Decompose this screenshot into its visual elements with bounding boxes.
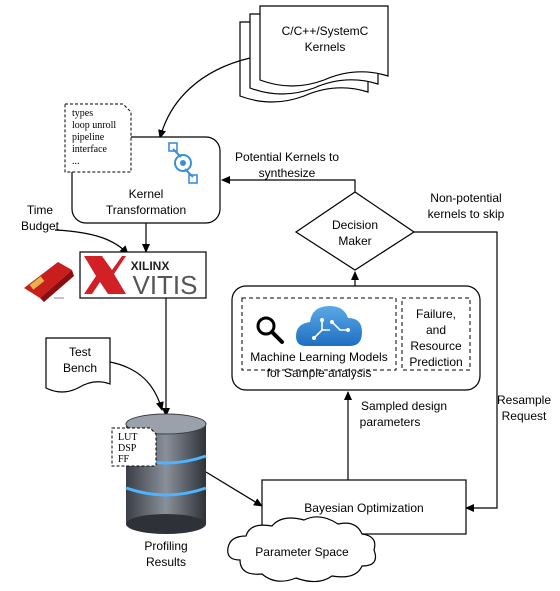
test-bench-document: Test Bench bbox=[45, 337, 111, 393]
xilinx-x-icon bbox=[84, 256, 126, 294]
vitis-product: VITIS bbox=[132, 270, 197, 300]
failure-line4: Prediction bbox=[409, 355, 462, 369]
potential-kernels-arrow bbox=[221, 176, 356, 192]
resource-note: LUT DSP FF bbox=[111, 427, 157, 467]
ml-models-panel bbox=[241, 297, 397, 371]
non-potential-line1: Non-potential bbox=[430, 191, 501, 205]
kernels-doc-line2: Kernels bbox=[305, 40, 346, 54]
transform-note: types loop unroll pipeline interface ... bbox=[64, 103, 132, 173]
test-bench-line2: Bench bbox=[63, 361, 97, 375]
profiling-results-line2: Results bbox=[146, 555, 186, 569]
test-bench-line1: Test bbox=[69, 345, 92, 359]
potential-kernels-line2: synthesize bbox=[259, 166, 316, 180]
resample-request-line1: Resample bbox=[497, 393, 551, 407]
transform-icon bbox=[168, 142, 198, 184]
bayesian-optimization-label: Bayesian Optimization bbox=[304, 501, 423, 515]
failure-line1: Failure, bbox=[416, 307, 456, 321]
transform-note-item: pipeline bbox=[72, 132, 105, 143]
test-bench-arrow bbox=[109, 361, 164, 411]
transform-note-item: loop unroll bbox=[72, 120, 116, 131]
transform-note-item: ... bbox=[72, 156, 80, 167]
vitis-brand: XILINX bbox=[131, 259, 170, 273]
resample-arrow bbox=[414, 231, 498, 512]
kernel-transformation-line2: Transformation bbox=[106, 203, 186, 217]
transform-note-item: types bbox=[72, 108, 93, 119]
profiling-database-icon bbox=[125, 413, 207, 534]
kernels-doc-line1: C/C++/SystemC bbox=[282, 24, 369, 38]
time-budget-arrow bbox=[54, 229, 129, 255]
fpga-board-image bbox=[24, 262, 74, 302]
parameter-space-label: Parameter Space bbox=[255, 545, 349, 559]
vitis-logo: XILINX VITIS bbox=[79, 251, 207, 300]
magnifier-icon bbox=[256, 316, 284, 344]
cloud-ml-icon bbox=[296, 306, 362, 346]
ml-models-line1: Machine Learning Models bbox=[250, 350, 387, 364]
failure-line3: Resource bbox=[410, 339, 462, 353]
profiling-results-line1: Profiling bbox=[144, 539, 187, 553]
potential-kernels-line1: Potential Kernels to bbox=[235, 150, 339, 164]
decision-maker-line2: Maker bbox=[338, 234, 371, 248]
failure-line2: and bbox=[426, 323, 446, 337]
non-potential-line2: kernels to skip bbox=[428, 207, 505, 221]
kernels-to-transform-arrow bbox=[158, 57, 251, 139]
sampled-params-line2: parameters bbox=[360, 415, 421, 429]
resource-note-item: FF bbox=[118, 454, 130, 465]
ml-models-line2: for Sample analysis bbox=[267, 366, 372, 380]
kernel-transformation-line1: Kernel bbox=[129, 187, 164, 201]
resource-note-item: LUT bbox=[118, 432, 137, 443]
time-budget-line1: Time bbox=[27, 203, 54, 217]
database-to-bayesian-arrow bbox=[205, 471, 263, 507]
decision-maker-line1: Decision bbox=[332, 218, 378, 232]
time-budget-line2: Budget bbox=[21, 219, 60, 233]
transform-note-item: interface bbox=[72, 144, 108, 155]
parameter-space-cloud bbox=[227, 516, 377, 583]
sampled-params-line1: Sampled design bbox=[361, 399, 447, 413]
kernels-document-stack: C/C++/SystemC Kernels bbox=[239, 5, 389, 103]
resource-note-item: DSP bbox=[118, 443, 137, 454]
resample-request-line2: Request bbox=[502, 409, 547, 423]
